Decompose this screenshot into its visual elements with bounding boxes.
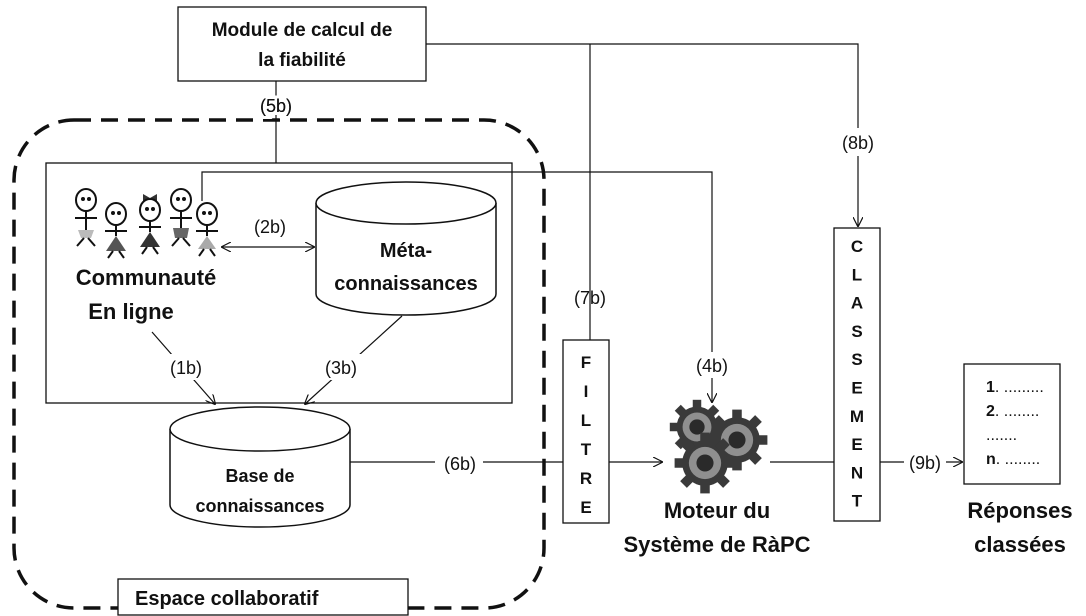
base-line2: connaissances (195, 496, 324, 516)
engine-line1: Moteur du (664, 498, 770, 523)
edge-6b-label: (6b) (444, 454, 476, 474)
response-item: ....... (986, 427, 1017, 444)
edge-9b-label: (9b) (909, 453, 941, 473)
reliability-module-line2: la fiabilité (258, 50, 346, 71)
ranking-letter: E (851, 435, 862, 454)
ranking-letter: A (851, 294, 863, 313)
reliability-module-line1: Module de calcul de (212, 20, 393, 41)
ranking-letter: S (851, 322, 862, 341)
edge-2b-label: (2b) (254, 217, 286, 237)
ranking-letter: L (852, 265, 862, 284)
meta-line2: connaissances (334, 273, 477, 295)
meta-line1: Méta- (380, 240, 432, 262)
meta-knowledge-cylinder (315, 181, 497, 316)
edge-8b-label: (8b) (842, 133, 874, 153)
response-item: 2. ........ (986, 403, 1039, 420)
responses-document (963, 363, 1061, 485)
response-item: 1. ......... (986, 379, 1044, 396)
space-label: Espace collaboratif (135, 588, 319, 610)
ranking-letter: T (852, 492, 863, 511)
ranking-letter: S (851, 350, 862, 369)
ranking-box (833, 227, 881, 522)
edge-3b-label: (3b) (325, 358, 357, 378)
edge-4b-label: (4b) (696, 356, 728, 376)
filter-letter: E (580, 498, 591, 517)
edge-1b-label: (1b) (170, 358, 202, 378)
ranking-letter: N (851, 463, 863, 482)
filter-letter: I (584, 382, 589, 401)
responses-label-line2: classées (974, 532, 1066, 557)
responses-label-line1: Réponses (967, 498, 1072, 523)
filter-letter: T (581, 440, 592, 459)
edge-4b-line (201, 171, 712, 402)
reliability-module-box (177, 6, 427, 82)
filter-letter: F (581, 353, 591, 372)
space-label-box (117, 578, 409, 616)
ranking-letter: C (851, 237, 863, 256)
community-line2: En ligne (88, 299, 174, 324)
edge-7b-label: (7b) (574, 288, 606, 308)
filter-letter: R (580, 469, 592, 488)
knowledge-base-cylinder (169, 406, 351, 528)
filter-letter: L (581, 411, 591, 430)
base-line1: Base de (225, 466, 294, 486)
ranking-letter: M (850, 407, 864, 426)
edge-5b-label-fill: (5b) (260, 96, 292, 116)
ranking-letter: E (851, 379, 862, 398)
community-people-icon (75, 188, 218, 259)
engine-gears-icon (669, 399, 768, 494)
community-line1: Communauté (76, 265, 217, 290)
filter-box (562, 339, 610, 524)
response-item: n. ........ (986, 451, 1040, 468)
engine-line2: Système de RàPC (623, 532, 810, 557)
responses-list: 1. ......... 2. ............... n. .......… (986, 379, 1044, 468)
edge-5b-label: (5b) (260, 96, 292, 116)
edge-8b-line (426, 43, 858, 226)
